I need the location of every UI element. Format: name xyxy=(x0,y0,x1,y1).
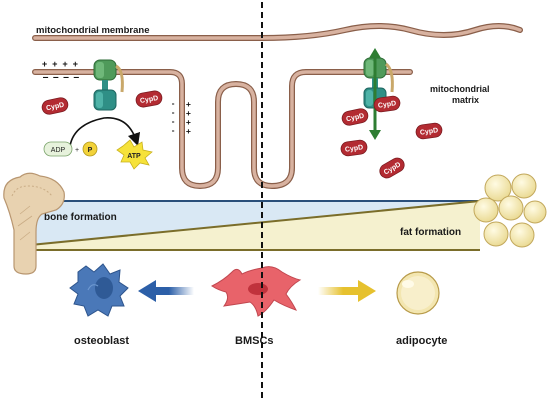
svg-text:+: + xyxy=(186,127,191,136)
bone-icon xyxy=(3,172,65,275)
svg-text:P: P xyxy=(88,147,93,154)
pore-opening-arrow xyxy=(369,48,381,140)
atp-burst xyxy=(116,139,153,170)
cypd-molecules: CypD CypD CypD CypD CypD CypD CypD xyxy=(41,90,443,179)
inner-membrane xyxy=(32,69,413,189)
minus-charges-row: – – – – xyxy=(43,73,80,83)
svg-text:+: + xyxy=(186,118,191,127)
side-charges: - - - - + + + + xyxy=(171,100,191,136)
bmscs-label: BMSCs xyxy=(235,335,274,347)
cypd-7: CypD xyxy=(415,122,443,140)
adipocyte-icon xyxy=(396,271,440,315)
svg-text:+: + xyxy=(186,109,191,118)
matrix-label-line2: matrix xyxy=(452,95,479,105)
adp-molecule xyxy=(43,141,73,157)
svg-text:-: - xyxy=(171,100,175,108)
cypd-6: CypD xyxy=(379,157,405,179)
bmsc-icon xyxy=(211,266,302,317)
plus-charges-row: + + + + xyxy=(42,60,78,70)
osteogenic-arrow xyxy=(138,280,194,302)
bone-formation-label: bone formation xyxy=(44,212,117,223)
fat-cells-icon xyxy=(473,173,547,248)
osteoblast-label: osteoblast xyxy=(74,335,129,347)
svg-text:CypD: CypD xyxy=(140,95,159,105)
adipocyte-label: adipocyte xyxy=(396,335,447,347)
cypd-5: CypD xyxy=(340,139,368,157)
svg-text:ATP: ATP xyxy=(127,153,141,160)
svg-text:CypD: CypD xyxy=(46,102,65,113)
phosphate-molecule xyxy=(82,141,98,157)
cypd-4: CypD xyxy=(373,95,401,113)
svg-text:-: - xyxy=(171,118,175,126)
cypd-1: CypD xyxy=(41,97,69,115)
svg-text:ADP: ADP xyxy=(51,147,66,154)
fat-formation-label: fat formation xyxy=(400,227,461,238)
adipogenic-arrow xyxy=(318,280,376,302)
outer-membrane xyxy=(32,23,523,41)
atp-synthase-left xyxy=(93,59,124,111)
fat-formation-band xyxy=(19,200,481,251)
osteoblast-icon xyxy=(69,263,129,317)
svg-text:-: - xyxy=(171,127,175,135)
svg-text:CypD: CypD xyxy=(345,144,364,153)
svg-text:CypD: CypD xyxy=(346,113,365,124)
cypd-3: CypD xyxy=(341,108,369,126)
svg-text:CypD: CypD xyxy=(420,127,439,136)
svg-text:CypD: CypD xyxy=(378,100,397,109)
svg-text:-: - xyxy=(171,109,175,117)
adp-to-atp-reaction: ADP + P ATP xyxy=(43,117,153,170)
membrane-label: mitochondrial membrane xyxy=(36,25,150,36)
cypd-2: CypD xyxy=(135,90,163,108)
plus-sign: + xyxy=(75,147,79,154)
matrix-label-line1: mitochondrial xyxy=(430,84,490,94)
svg-text:+: + xyxy=(186,100,191,109)
